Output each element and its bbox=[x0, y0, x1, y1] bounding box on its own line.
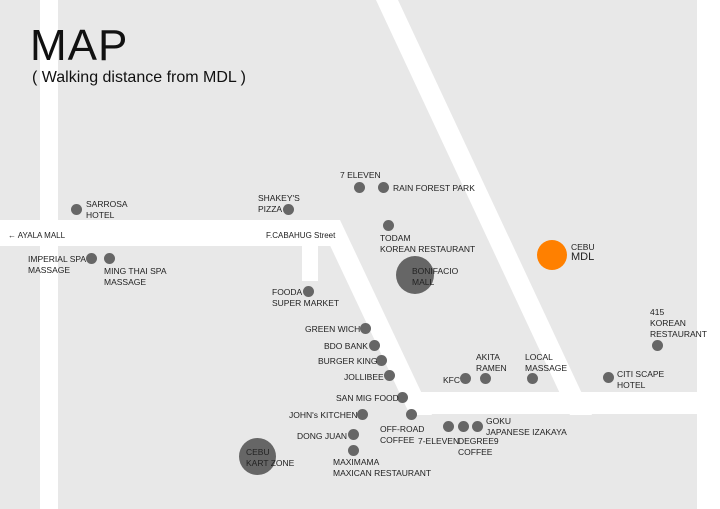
poi-label-sarrosa-hotel: SARROSA HOTEL bbox=[86, 199, 128, 220]
poi-marker-local-massage[interactable] bbox=[527, 373, 538, 384]
poi-marker-rain-forest-park[interactable] bbox=[378, 182, 389, 193]
poi-marker-7-eleven-bottom[interactable] bbox=[443, 421, 454, 432]
poi-label-7-eleven-top: 7 ELEVEN bbox=[340, 170, 381, 180]
poi-marker-imperial-spa[interactable] bbox=[86, 253, 97, 264]
poi-label-local-massage: LOCAL MASSAGE bbox=[525, 352, 568, 373]
cebu-mdl-label-small: CEBU bbox=[571, 242, 595, 252]
cebu-mdl-marker[interactable] bbox=[537, 240, 567, 270]
poi-label-imperial-spa: IMPERIAL SPA MASSAGE bbox=[28, 254, 87, 275]
poi-label-bdo-bank: BDO BANK bbox=[324, 341, 368, 351]
poi-marker-bonifacio-mall[interactable] bbox=[396, 256, 434, 294]
poi-marker-akita-ramen[interactable] bbox=[480, 373, 491, 384]
poi-label-akita-ramen: AKITA RAMEN bbox=[476, 352, 507, 373]
poi-label-7-eleven-bottom: 7-ELEVEN bbox=[418, 436, 460, 446]
poi-marker-todam[interactable] bbox=[383, 220, 394, 231]
poi-label-415-korean: 415 KOREAN RESTAURANT bbox=[650, 307, 707, 339]
poi-marker-fooda[interactable] bbox=[303, 286, 314, 297]
poi-label-cebu-kart-zone: CEBU KART ZONE bbox=[246, 447, 295, 468]
poi-marker-dong-juan[interactable] bbox=[348, 429, 359, 440]
poi-marker-degree9-coffee[interactable] bbox=[458, 421, 469, 432]
poi-label-off-road-coffee: OFF-ROAD COFFEE bbox=[380, 424, 425, 445]
poi-label-ming-thai-spa: MING THAI SPA MASSAGE bbox=[104, 266, 167, 287]
poi-label-goku: GOKU JAPANESE IZAKAYA bbox=[486, 416, 567, 437]
poi-label-todam: TODAM KOREAN RESTAURANT bbox=[380, 233, 476, 254]
poi-marker-sarrosa-hotel[interactable] bbox=[71, 204, 82, 215]
poi-label-shakeys-pizza: SHAKEY'S PIZZA bbox=[258, 193, 300, 214]
poi-marker-bdo-bank[interactable] bbox=[369, 340, 380, 351]
poi-label-fooda: FOODA SUPER MARKET bbox=[272, 287, 340, 308]
poi-marker-johns-kitchen[interactable] bbox=[357, 409, 368, 420]
street-label-cabahug: F.CABAHUG Street bbox=[266, 231, 336, 240]
poi-marker-cebu-kart-zone[interactable] bbox=[239, 438, 276, 475]
poi-label-green-wich: GREEN WICH bbox=[305, 324, 361, 334]
poi-label-degree9-coffee: DEGREE9 COFFEE bbox=[458, 436, 499, 457]
poi-label-maximama: MAXIMAMA MAXICAN RESTAURANT bbox=[333, 457, 432, 478]
poi-marker-kfc[interactable] bbox=[460, 373, 471, 384]
poi-marker-citi-scape-hotel[interactable] bbox=[603, 372, 614, 383]
poi-marker-7-eleven-top[interactable] bbox=[354, 182, 365, 193]
poi-label-burger-king: BURGER KING bbox=[318, 356, 378, 366]
cebu-mdl-label-big: MDL bbox=[571, 251, 595, 263]
poi-marker-shakeys-pizza[interactable] bbox=[283, 204, 294, 215]
poi-label-jollibee: JOLLIBEE bbox=[344, 372, 384, 382]
poi-marker-ming-thai-spa[interactable] bbox=[104, 253, 115, 264]
poi-marker-off-road-coffee[interactable] bbox=[406, 409, 417, 420]
poi-label-kfc: KFC bbox=[443, 375, 460, 385]
poi-label-dong-juan: DONG JUAN bbox=[297, 431, 348, 441]
poi-marker-san-mig-food[interactable] bbox=[397, 392, 408, 403]
poi-marker-jollibee[interactable] bbox=[384, 370, 395, 381]
poi-label-johns-kitchen: JOHN's KITCHEN bbox=[289, 410, 358, 420]
poi-marker-goku[interactable] bbox=[472, 421, 483, 432]
map-title: MAP bbox=[30, 21, 129, 70]
map-subtitle: ( Walking distance from MDL ) bbox=[32, 69, 246, 86]
poi-label-rain-forest-park: RAIN FOREST PARK bbox=[393, 183, 475, 193]
street-label-ayala: ← AYALA MALL bbox=[8, 231, 66, 240]
poi-label-citi-scape-hotel: CITI SCAPE HOTEL bbox=[617, 369, 665, 390]
poi-marker-green-wich[interactable] bbox=[360, 323, 371, 334]
poi-marker-415-korean[interactable] bbox=[652, 340, 663, 351]
poi-label-san-mig-food: SAN MIG FOOD bbox=[336, 393, 399, 403]
poi-label-bonifacio-mall: BONIFACIO MALL bbox=[412, 266, 459, 287]
poi-marker-burger-king[interactable] bbox=[376, 355, 387, 366]
poi-marker-maximama[interactable] bbox=[348, 445, 359, 456]
